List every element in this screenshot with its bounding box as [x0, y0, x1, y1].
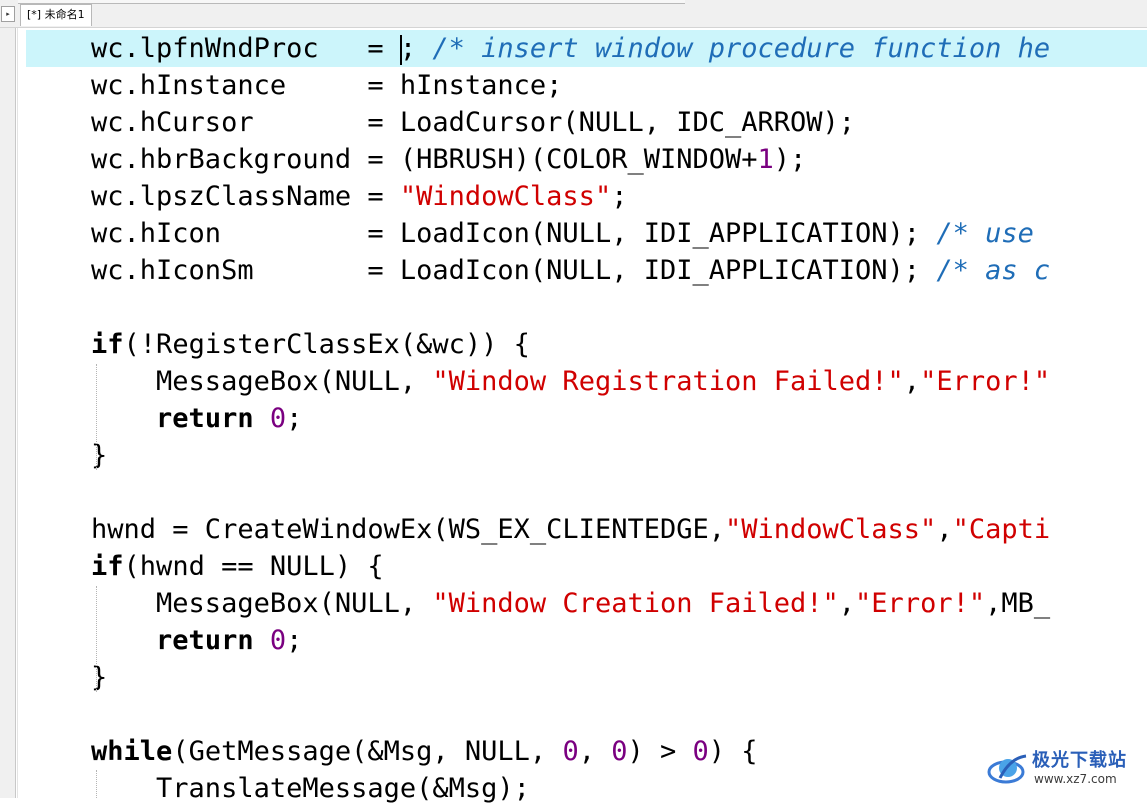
code-token: ; — [399, 33, 433, 64]
code-token: 0 — [692, 736, 709, 767]
code-token: if — [91, 329, 124, 360]
code-token: (hwnd == NULL) { — [123, 551, 384, 582]
code-token: , — [903, 366, 921, 397]
panel-toggle-icon[interactable]: ▸ — [1, 6, 15, 22]
code-token: } — [26, 662, 108, 693]
code-token: wc.lpszClassName = — [26, 181, 400, 212]
code-token: ) > — [627, 736, 693, 767]
text-caret — [399, 34, 402, 65]
fold-margin — [17, 28, 18, 798]
watermark: 极光下载站 www.xz7.com — [986, 744, 1146, 794]
code-token: 0 — [269, 403, 287, 434]
code-line[interactable]: wc.lpszClassName = "WindowClass"; — [26, 178, 1147, 215]
horizontal-scrollbar[interactable] — [18, 0, 685, 4]
code-token: ; — [286, 625, 303, 656]
code-token: wc.hIcon = LoadIcon(NULL, IDI_APPLICATIO… — [26, 218, 937, 249]
code-token: return — [156, 625, 254, 656]
code-token — [26, 736, 91, 767]
code-token: hwnd = CreateWindowEx(WS_EX_CLIENTEDGE, — [26, 514, 725, 545]
code-token: "Capti — [952, 514, 1051, 545]
watermark-title: 极光下载站 — [1032, 750, 1127, 771]
code-token: (GetMessage(&Msg, NULL, — [172, 736, 563, 767]
code-token: return — [156, 403, 254, 434]
tab-untitled1[interactable]: [*] 未命名1 — [20, 4, 92, 26]
code-line[interactable]: return 0; — [26, 622, 1147, 659]
code-token: "WindowClass" — [724, 514, 937, 545]
code-token: "Error!" — [855, 588, 986, 619]
current-code-line[interactable]: wc.lpfnWndProc = ; /* insert window proc… — [26, 30, 1147, 67]
code-token: /* use — [936, 218, 1034, 249]
code-line[interactable]: if(hwnd == NULL) { — [26, 548, 1147, 585]
code-token — [254, 403, 270, 434]
code-token: while — [91, 736, 173, 767]
code-line[interactable] — [26, 474, 1147, 511]
code-token: ) { — [708, 736, 758, 767]
code-token — [26, 551, 91, 582]
code-token: if — [91, 551, 124, 582]
code-token: wc.hIconSm = LoadIcon(NULL, IDI_APPLICAT… — [26, 255, 937, 286]
tab-bar: ▸ [*] 未命名1 — [0, 0, 1147, 28]
code-token: "Error!" — [920, 366, 1051, 397]
code-line[interactable]: wc.hbrBackground = (HBRUSH)(COLOR_WINDOW… — [26, 141, 1147, 178]
code-token: ,MB_ — [985, 588, 1051, 619]
watermark-logo-icon — [987, 754, 1027, 784]
code-token — [26, 403, 156, 434]
code-token: , — [838, 588, 856, 619]
code-token: "Window Creation Failed!" — [432, 588, 839, 619]
code-line[interactable] — [26, 289, 1147, 326]
code-token: , — [936, 514, 953, 545]
code-token: wc.hInstance = hInstance; — [26, 70, 563, 101]
code-token: 0 — [562, 736, 579, 767]
code-token: } — [26, 440, 108, 471]
code-token: wc.lpfnWndProc = — [26, 33, 400, 64]
code-token: ); — [773, 144, 807, 175]
code-line[interactable]: if(!RegisterClassEx(&wc)) { — [26, 326, 1147, 363]
code-line[interactable]: } — [26, 437, 1147, 474]
code-line[interactable]: wc.hIconSm = LoadIcon(NULL, IDI_APPLICAT… — [26, 252, 1147, 289]
code-token — [254, 625, 270, 656]
code-token: TranslateMessage(&Msg); — [26, 773, 530, 804]
code-token: MessageBox(NULL, — [26, 366, 433, 397]
code-line[interactable]: MessageBox(NULL, "Window Registration Fa… — [26, 363, 1147, 400]
code-token: ; — [611, 181, 628, 212]
code-token: , — [578, 736, 612, 767]
code-token: /* insert window procedure function he — [432, 33, 1051, 64]
code-token: wc.hbrBackground = (HBRUSH)(COLOR_WINDOW… — [26, 144, 758, 175]
code-token: "Window Registration Failed!" — [432, 366, 904, 397]
code-line[interactable]: wc.hIcon = LoadIcon(NULL, IDI_APPLICATIO… — [26, 215, 1147, 252]
code-token: wc.hCursor = LoadCursor(NULL, IDC_ARROW)… — [26, 107, 856, 138]
left-gutter — [0, 28, 16, 798]
code-line[interactable] — [26, 696, 1147, 733]
code-token: 0 — [611, 736, 628, 767]
code-token: 0 — [269, 625, 287, 656]
code-token — [26, 329, 91, 360]
code-token: MessageBox(NULL, — [26, 588, 433, 619]
code-line[interactable]: while(GetMessage(&Msg, NULL, 0, 0) > 0) … — [26, 733, 1147, 770]
code-line[interactable]: return 0; — [26, 400, 1147, 437]
code-line[interactable]: wc.hCursor = LoadCursor(NULL, IDC_ARROW)… — [26, 104, 1147, 141]
code-line[interactable]: wc.hInstance = hInstance; — [26, 67, 1147, 104]
code-token: /* as c — [936, 255, 1051, 286]
indent-guide — [96, 770, 97, 798]
code-line[interactable]: TranslateMessage(&Msg); — [26, 770, 1147, 807]
code-token: (!RegisterClassEx(&wc)) { — [123, 329, 530, 360]
code-line[interactable]: MessageBox(NULL, "Window Creation Failed… — [26, 585, 1147, 622]
indent-guide — [96, 586, 97, 692]
code-token: ; — [286, 403, 303, 434]
watermark-url: www.xz7.com — [1034, 772, 1117, 786]
code-editor[interactable]: wc.lpfnWndProc = ; /* insert window proc… — [26, 30, 1147, 807]
code-line[interactable]: hwnd = CreateWindowEx(WS_EX_CLIENTEDGE,"… — [26, 511, 1147, 548]
code-token: 1 — [757, 144, 774, 175]
code-token: "WindowClass" — [399, 181, 612, 212]
code-line[interactable]: } — [26, 659, 1147, 696]
code-token — [26, 625, 156, 656]
indent-guide — [96, 364, 97, 470]
